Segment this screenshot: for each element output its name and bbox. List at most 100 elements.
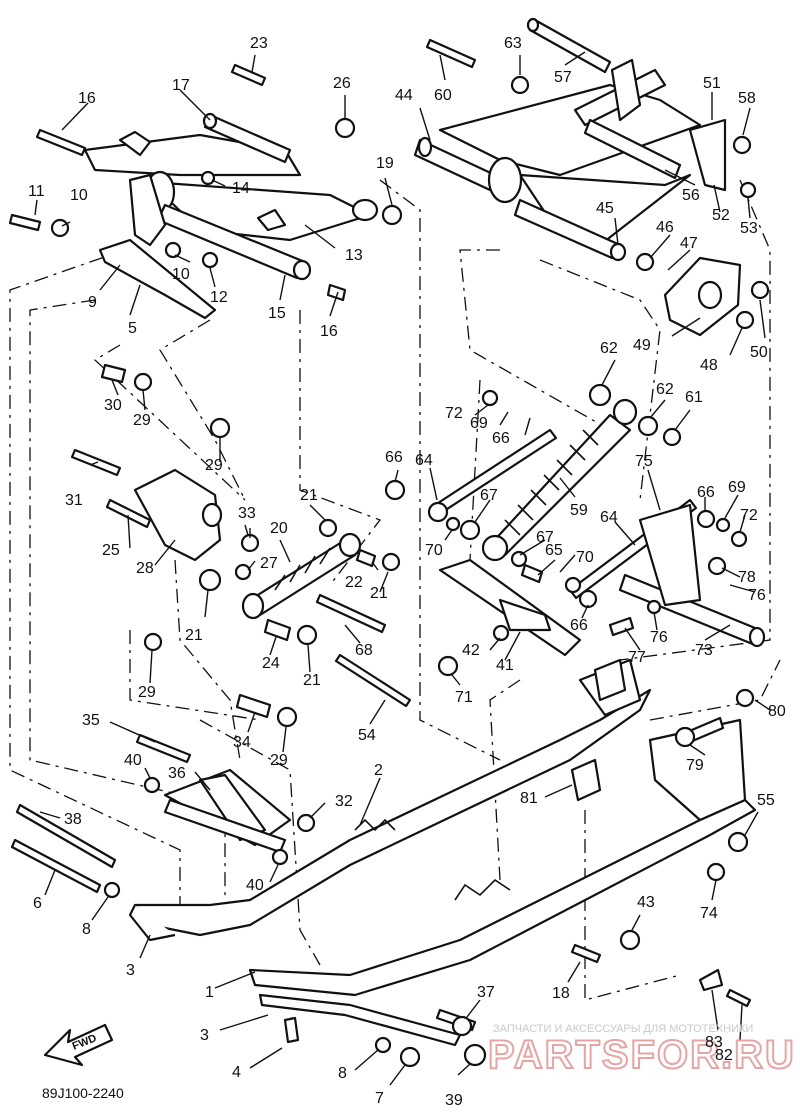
callout-54: 54	[358, 727, 376, 744]
callout-19: 19	[376, 155, 394, 172]
callout-8: 8	[82, 921, 91, 938]
callout-4: 4	[232, 1064, 241, 1081]
callout-35: 35	[82, 712, 100, 729]
callout-29: 29	[205, 457, 223, 474]
callout-21: 21	[370, 585, 388, 602]
callout-15: 15	[268, 305, 286, 322]
callout-8: 8	[338, 1065, 347, 1082]
callout-16: 16	[78, 90, 96, 107]
callout-29: 29	[133, 412, 151, 429]
callout-21: 21	[303, 672, 321, 689]
callout-45: 45	[596, 200, 614, 217]
callout-26: 26	[333, 75, 351, 92]
callout-1: 1	[205, 984, 214, 1001]
callout-62: 62	[600, 340, 618, 357]
callout-7: 7	[375, 1090, 384, 1107]
callout-68: 68	[355, 642, 373, 659]
callout-13: 13	[345, 247, 363, 264]
callout-83: 83	[705, 1034, 723, 1051]
callout-22: 22	[345, 574, 363, 591]
rod-57	[526, 17, 612, 74]
callout-6: 6	[33, 895, 42, 912]
callout-44: 44	[395, 87, 413, 104]
callout-67: 67	[536, 529, 554, 546]
callout-60: 60	[434, 87, 452, 104]
rear-shock-59	[481, 398, 638, 562]
callout-2: 2	[374, 762, 383, 779]
callout-23: 23	[250, 35, 268, 52]
callout-61: 61	[685, 389, 703, 406]
callout-79: 79	[686, 757, 704, 774]
rear-arm-41	[438, 558, 582, 657]
watermark-tagline: ЗАПЧАСТИ И АКСЕССУАРЫ ДЛЯ МОТОТЕХНИКИ	[493, 1023, 753, 1035]
callout-37: 37	[477, 984, 495, 1001]
callout-53: 53	[740, 220, 758, 237]
shaft-17	[202, 112, 292, 164]
callout-80: 80	[768, 703, 786, 720]
callout-63: 63	[504, 35, 522, 52]
diagram-code: 89J100-2240	[42, 1085, 124, 1101]
callout-73: 73	[695, 642, 713, 659]
callout-66: 66	[492, 430, 510, 447]
callout-75: 75	[635, 453, 653, 470]
slide-rail-left	[128, 658, 652, 942]
forward-arrow-icon: FWD	[43, 1023, 114, 1067]
callout-82: 82	[715, 1047, 733, 1064]
callout-58: 58	[738, 90, 756, 107]
callout-67: 67	[480, 487, 498, 504]
callout-72: 72	[740, 507, 758, 524]
assembly-guide-lines	[9, 179, 781, 1001]
callout-31: 31	[65, 492, 83, 509]
callout-81: 81	[520, 790, 538, 807]
callout-25: 25	[102, 542, 120, 559]
callout-52: 52	[712, 207, 730, 224]
callout-62: 62	[656, 381, 674, 398]
callout-71: 71	[455, 689, 473, 706]
runner-3-lower	[258, 993, 462, 1047]
callout-56: 56	[682, 187, 700, 204]
callout-21: 21	[300, 487, 318, 504]
callout-39: 39	[445, 1092, 463, 1109]
callout-49: 49	[633, 337, 651, 354]
callout-66: 66	[697, 484, 715, 501]
callout-38: 38	[64, 811, 82, 828]
callout-46: 46	[656, 219, 674, 236]
callout-3: 3	[126, 962, 135, 979]
bracket-28	[133, 468, 223, 562]
callout-20: 20	[270, 520, 288, 537]
callout-14: 14	[232, 180, 250, 197]
callout-74: 74	[700, 905, 718, 922]
callout-29: 29	[270, 752, 288, 769]
callout-70: 70	[576, 549, 594, 566]
callout-21: 21	[185, 627, 203, 644]
front-arm-bracket-9	[98, 173, 217, 320]
callout-40: 40	[246, 877, 264, 894]
callout-3: 3	[200, 1027, 209, 1044]
callout-43: 43	[637, 894, 655, 911]
callout-9: 9	[88, 294, 97, 311]
callout-76: 76	[650, 629, 668, 646]
callout-77: 77	[628, 649, 646, 666]
callout-12: 12	[210, 289, 228, 306]
callout-50: 50	[750, 344, 768, 361]
callout-69: 69	[470, 415, 488, 432]
callout-29: 29	[138, 684, 156, 701]
callout-57: 57	[554, 69, 572, 86]
callout-34: 34	[233, 734, 251, 751]
callout-30: 30	[104, 397, 122, 414]
leader-lines	[34, 51, 771, 1086]
callout-36: 36	[168, 765, 186, 782]
callout-64: 64	[600, 509, 618, 526]
callout-47: 47	[680, 235, 698, 252]
callout-70: 70	[425, 542, 443, 559]
callout-33: 33	[238, 505, 256, 522]
callout-41: 41	[496, 657, 514, 674]
rear-upper-frame	[413, 58, 727, 262]
front-upper-arm	[83, 130, 379, 242]
callout-17: 17	[172, 77, 190, 94]
callout-11: 11	[28, 183, 45, 200]
callout-labels: 1 2 3 3 4 5 6 7 8 8 9 10 10 11 12 13 14 …	[28, 35, 786, 1109]
callout-51: 51	[703, 75, 721, 92]
callout-72: 72	[445, 405, 463, 422]
callout-5: 5	[128, 320, 137, 337]
